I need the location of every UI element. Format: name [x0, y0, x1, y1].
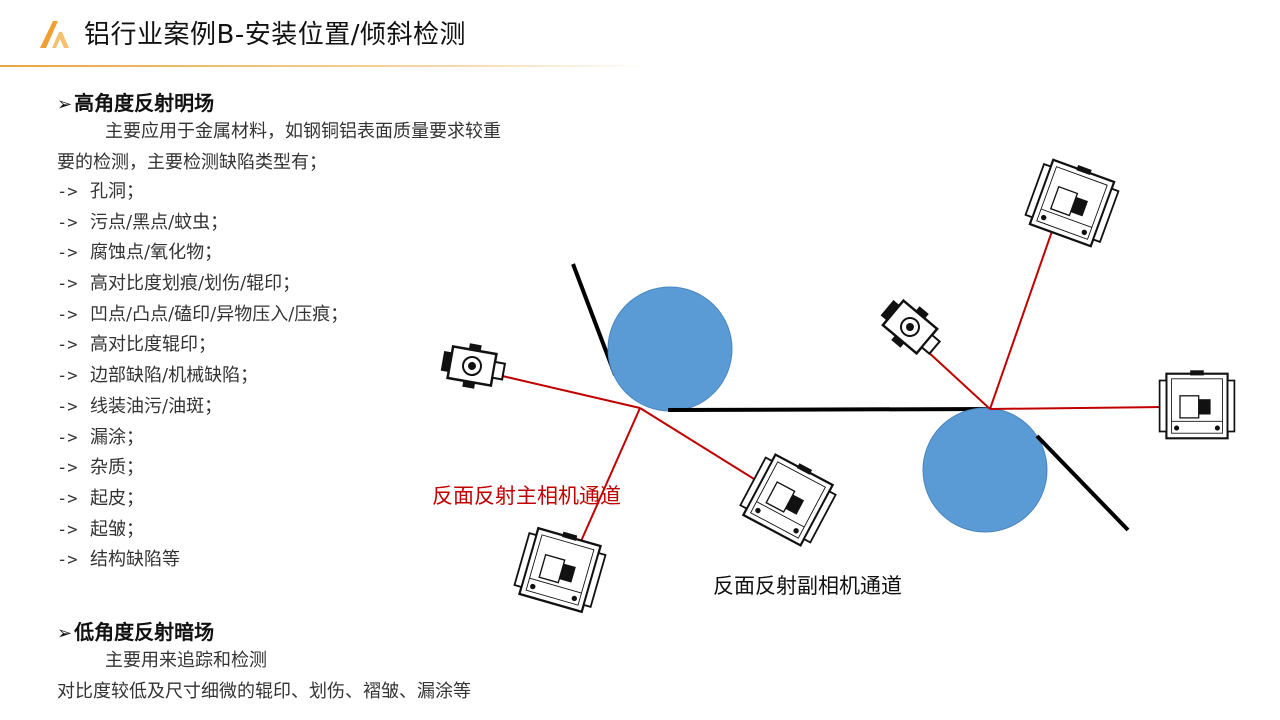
list-item-text: 结构缺陷等: [90, 549, 180, 571]
aux-camera-channel-label: 反面反射副相机通道: [713, 574, 902, 598]
list-arrow-icon: ->: [57, 488, 78, 509]
list-item: -> 凹点/凸点/磕印/异物压入/压痕；: [57, 300, 348, 331]
list-item-text: 高对比度辊印；: [90, 334, 216, 356]
list-item-text: 边部缺陷/机械缺陷；: [90, 365, 259, 387]
list-arrow-icon: ->: [57, 182, 78, 202]
camera-icon: [735, 446, 842, 550]
section2-line-2: 对比度较低及尺寸细微的辊印、划伤、褶皱、漏涂等: [57, 681, 471, 702]
bullet-arrow-icon: ➢: [57, 94, 73, 115]
page-header: 铝行业案例B-安装位置/倾斜检测: [0, 0, 1280, 70]
page-title: 铝行业案例B-安装位置/倾斜检测: [84, 20, 466, 50]
camera-icon: [437, 337, 509, 395]
list-item: -> 孔洞；: [57, 177, 348, 208]
intro-line-2: 要的检测，主要检测缺陷类型有；: [57, 152, 327, 173]
beam-left-cam-c: [577, 407, 641, 549]
camera-icon: [1158, 369, 1236, 440]
section2-line-1: 主要用来追踪和检测: [105, 650, 267, 671]
list-item-text: 线装油污/油斑；: [90, 395, 223, 417]
beam-right-cam-a: [989, 213, 1059, 410]
camera-icon: [1021, 152, 1124, 250]
list-item: -> 结构缺陷等: [57, 545, 348, 576]
right-roller: [922, 407, 1048, 533]
list-item-text: 高对比度划痕/划伤/辊印；: [90, 273, 301, 295]
list-arrow-icon: ->: [57, 550, 78, 571]
list-item: -> 起皱；: [57, 515, 348, 546]
list-item-text: 污点/黑点/蚊虫；: [90, 211, 229, 233]
heading-text: 高角度反射明场: [74, 91, 215, 115]
main-camera-channel-label: 反面反射主相机通道: [432, 484, 621, 508]
orange-a-logo-icon: [40, 21, 69, 48]
list-item-text: 凹点/凸点/磕印/异物压入/压痕；: [90, 303, 349, 325]
list-arrow-icon: ->: [57, 212, 78, 233]
beam-right-cam-b: [925, 349, 991, 410]
list-arrow-icon: ->: [57, 396, 78, 417]
list-arrow-icon: ->: [57, 427, 78, 448]
list-item: -> 杂质；: [57, 453, 348, 484]
list-item-text: 起皮；: [90, 487, 144, 509]
list-arrow-icon: ->: [57, 243, 78, 264]
beam-right-cam-c: [989, 406, 1163, 410]
list-arrow-icon: ->: [57, 519, 78, 540]
list-item: -> 高对比度划痕/划伤/辊印；: [57, 269, 348, 300]
section1-intro: 主要应用于金属材料，如钢铜铝表面质量要求较重 要的检测，主要检测缺陷类型有；: [57, 116, 501, 178]
list-item: -> 起皮；: [57, 484, 348, 515]
list-arrow-icon: ->: [57, 304, 78, 325]
right-scraper-plate: [1035, 434, 1130, 532]
list-arrow-icon: ->: [57, 458, 78, 479]
list-item-text: 漏涂；: [90, 426, 144, 448]
heading-text: 低角度反射暗场: [74, 620, 215, 644]
list-item: -> 高对比度辊印；: [57, 330, 348, 361]
list-item: -> 腐蚀点/氧化物；: [57, 238, 348, 269]
camera-icon: [871, 289, 950, 366]
list-item-text: 孔洞；: [90, 181, 144, 202]
beam-left-cam-b: [639, 407, 768, 488]
list-arrow-icon: ->: [57, 274, 78, 295]
intro-line-1: 主要应用于金属材料，如钢铜铝表面质量要求较重: [105, 121, 501, 142]
list-item: -> 边部缺陷/机械缺陷；: [57, 361, 348, 392]
list-item: -> 漏涂；: [57, 423, 348, 454]
list-item-text: 杂质；: [90, 457, 144, 479]
bullet-arrow-icon: ➢: [57, 623, 73, 644]
defect-type-list: -> 孔洞； -> 污点/黑点/蚊虫； -> 腐蚀点/氧化物； -> 高对比度划痕/划伤/辊印…: [57, 177, 348, 576]
camera-icon: [511, 521, 610, 615]
list-item-text: 起皱；: [90, 518, 144, 540]
list-item: -> 污点/黑点/蚊虫；: [57, 208, 348, 239]
beam-left-cam-a: [497, 374, 641, 409]
left-roller: [607, 286, 733, 412]
list-item: -> 线装油污/油斑；: [57, 392, 348, 423]
left-scraper-plate: [571, 263, 617, 376]
aluminum-strip: [667, 407, 991, 412]
section-heading-bright-field: ➢高角度反射明场: [57, 87, 214, 116]
list-item-text: 腐蚀点/氧化物；: [90, 242, 223, 264]
section2-text: 主要用来追踪和检测 对比度较低及尺寸细微的辊印、划伤、褶皱、漏涂等: [57, 645, 471, 707]
list-arrow-icon: ->: [57, 366, 78, 387]
header-divider: [0, 65, 650, 67]
section-heading-dark-field: ➢低角度反射暗场: [57, 616, 214, 645]
list-arrow-icon: ->: [57, 335, 78, 356]
